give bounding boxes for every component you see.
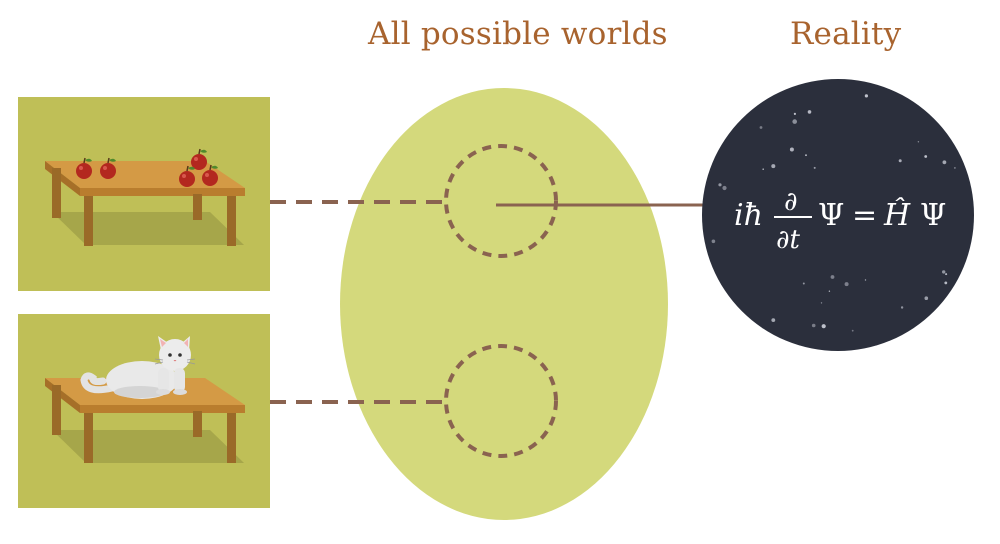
star	[793, 112, 797, 115]
star	[821, 324, 826, 329]
star	[942, 270, 946, 274]
apple-icon	[191, 148, 207, 170]
table-leg	[227, 413, 236, 463]
star	[807, 110, 812, 114]
star	[759, 126, 763, 129]
star	[771, 318, 776, 322]
table-leg	[84, 196, 93, 246]
star	[900, 306, 904, 309]
star	[917, 141, 920, 143]
reality-circle	[702, 79, 974, 351]
star	[771, 164, 776, 169]
possible-worlds-ellipse	[340, 88, 668, 520]
star	[711, 239, 716, 244]
star	[924, 155, 928, 158]
star	[811, 323, 816, 328]
equation-hamiltonian: Ĥ	[883, 197, 911, 233]
table-leg	[227, 196, 236, 246]
equation-psi: Ψ	[818, 198, 844, 233]
table-leg	[52, 385, 61, 435]
star	[830, 275, 835, 279]
table-leg	[193, 411, 202, 437]
table-front-edge	[80, 188, 245, 196]
star	[718, 183, 722, 187]
star	[864, 279, 867, 281]
star	[898, 159, 902, 163]
equation-numerator: ∂	[784, 187, 797, 217]
table-front-edge	[80, 405, 245, 413]
star	[828, 290, 831, 292]
star	[942, 160, 947, 165]
panel-table-with-apples	[18, 97, 270, 291]
star	[924, 296, 929, 301]
world-circle-top	[444, 144, 558, 258]
equation-prefix: iħ	[734, 198, 763, 233]
star	[813, 166, 816, 169]
star	[844, 282, 849, 287]
star	[851, 329, 854, 332]
star	[864, 94, 869, 98]
star	[945, 273, 948, 276]
star	[802, 282, 805, 285]
schrodinger-equation: iħ ∂ ∂t Ψ = Ĥ Ψ	[734, 187, 946, 255]
star	[820, 302, 823, 304]
star	[722, 185, 727, 191]
panel-table-with-cat	[18, 314, 270, 508]
star	[792, 119, 797, 124]
equation-denominator: ∂t	[776, 225, 800, 255]
world-circle-bottom	[444, 344, 558, 458]
star	[789, 147, 794, 152]
star	[944, 281, 948, 285]
table-leg	[193, 194, 202, 220]
apple-icon	[100, 157, 116, 179]
reality-heading: Reality	[790, 16, 902, 52]
apple-icon	[76, 157, 92, 179]
apple-icon	[179, 165, 195, 187]
star	[762, 168, 764, 170]
cat-icon	[80, 336, 196, 399]
star	[805, 154, 807, 157]
star-field	[711, 94, 956, 332]
possible-worlds-heading: All possible worlds	[368, 16, 668, 52]
equation-psi-rhs: Ψ	[920, 198, 946, 233]
table-shadow	[52, 430, 244, 463]
table-leg	[52, 168, 61, 218]
table-leg	[84, 413, 93, 463]
apple-icon	[202, 164, 218, 186]
table-shadow	[52, 212, 244, 245]
equation-equals: =	[852, 198, 877, 233]
star	[954, 167, 956, 169]
